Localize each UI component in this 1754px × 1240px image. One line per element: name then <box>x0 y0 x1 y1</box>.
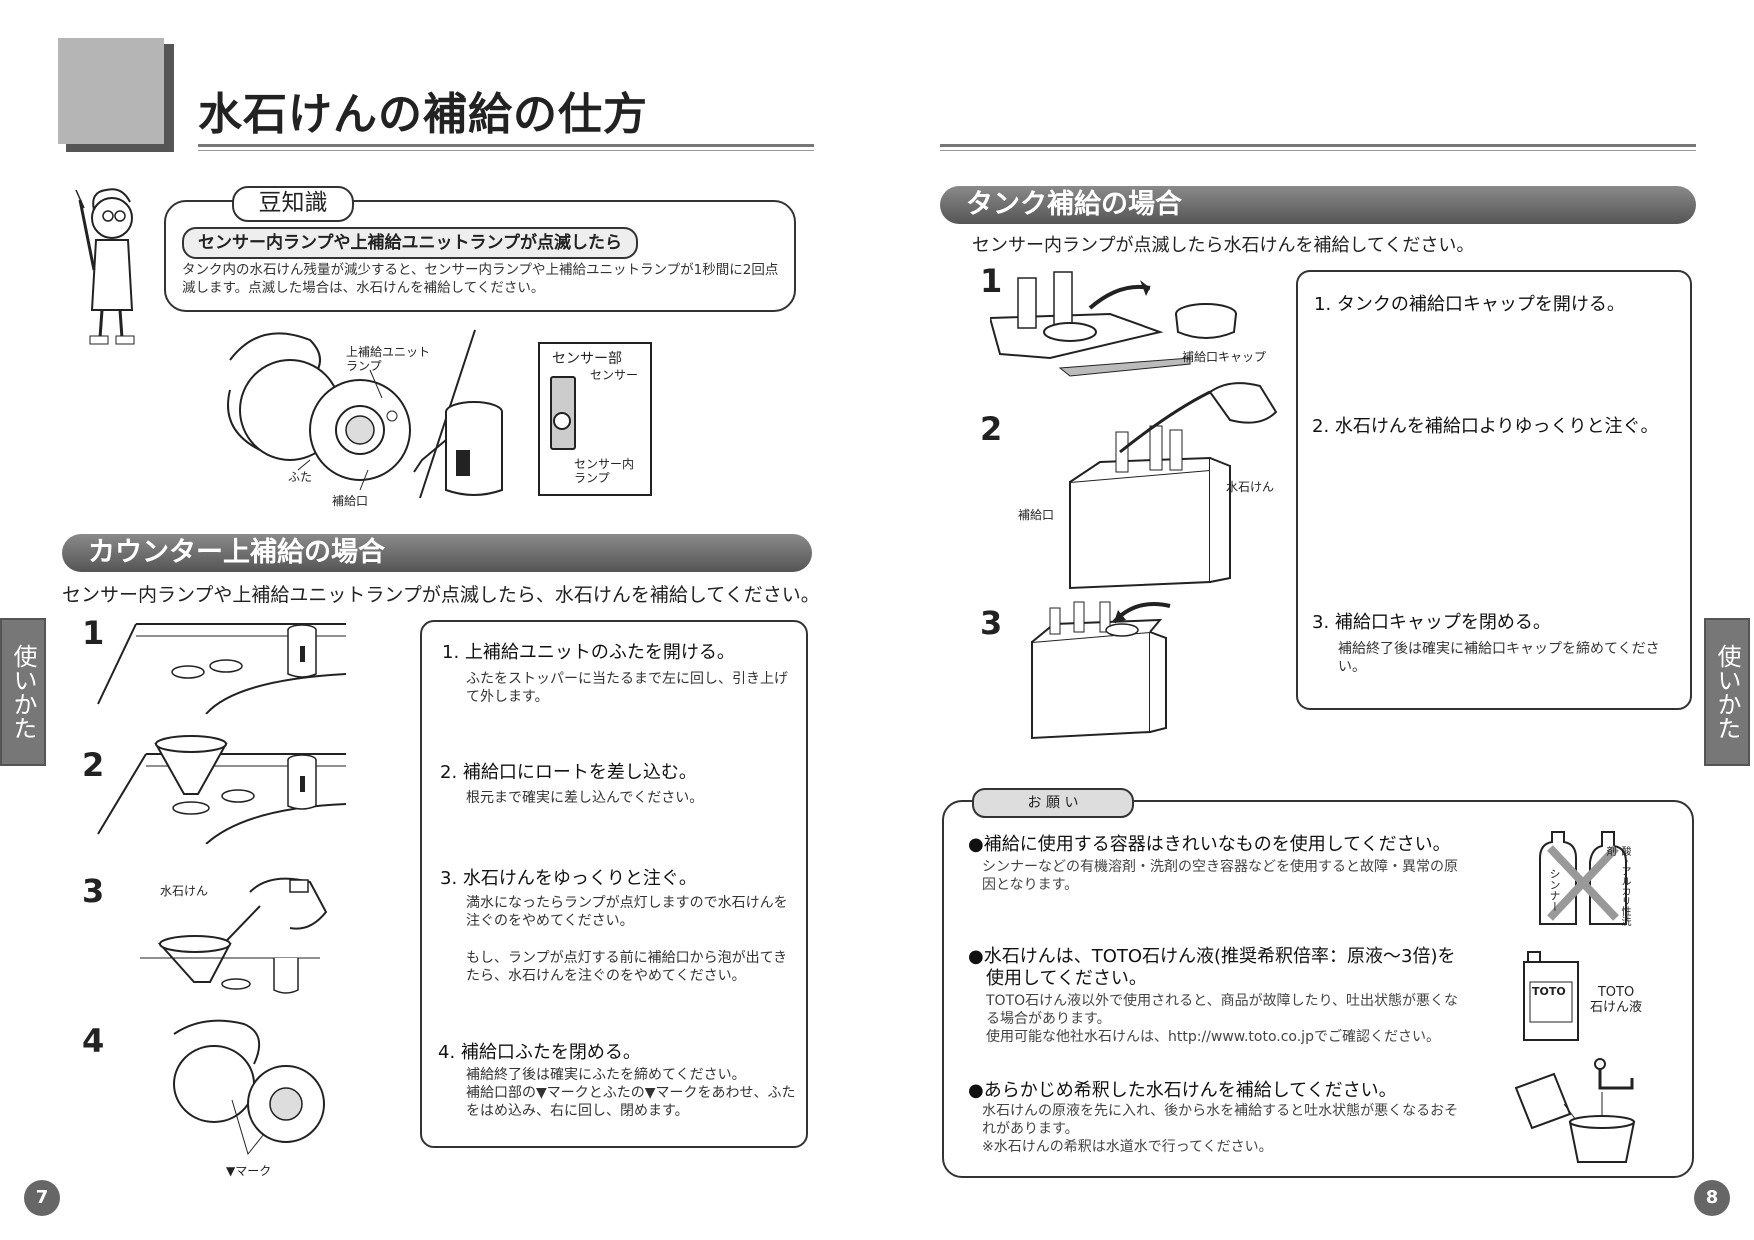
unit-lamp-diagram <box>227 329 476 499</box>
page-number-right: 8 <box>1694 1180 1730 1216</box>
counter-step4-title: 4. 補給口ふたを閉める。 <box>438 1042 641 1063</box>
counter-step-num-2: 2 <box>82 746 105 784</box>
counter-step-num-1: 1 <box>82 614 105 652</box>
label-sensor-lamp: センサー内 ランプ <box>574 457 635 485</box>
page-number-left: 7 <box>24 1180 60 1216</box>
sensor-lamp-circle <box>553 412 571 430</box>
tank-step2-illustration <box>1069 382 1278 590</box>
request-item3-title: ●あらかじめ希釈した水石けんを補給してください。 <box>968 1080 1397 1101</box>
tips-text: タンク内の水石けん残量が減少すると、センサー内ランプや上補給ユニットランプが1秒… <box>182 262 779 296</box>
side-tab-right[interactable]: 使いかた <box>1704 618 1750 766</box>
title-rule-left <box>198 144 814 151</box>
tank-step2-title: 2. 水石けんを補給口よりゆっくりと注ぐ。 <box>1312 416 1659 437</box>
counter-step1-illustration <box>97 623 347 714</box>
page-title: 水石けんの補給の仕方 <box>198 89 648 140</box>
request-item2-title: ●水石けんは、TOTO石けん液(推奨希釈倍率：原液～3倍)を 使用してください。 <box>968 946 1456 989</box>
counter-heading: カウンター上補給の場合 <box>62 534 812 572</box>
prohibited-bottles-illustration <box>1539 831 1627 925</box>
tank-step3-title: 3. 補給口キャップを閉める。 <box>1312 612 1551 633</box>
tank-heading: タンク補給の場合 <box>940 186 1696 224</box>
professor-illustration <box>75 188 135 345</box>
counter-step4-illustration <box>173 1019 325 1156</box>
tank-step-num-3: 3 <box>980 604 1003 642</box>
tips-tag: 豆知識 <box>232 186 354 222</box>
tank-step3-illustration <box>1031 601 1171 740</box>
tank-step-num-2: 2 <box>980 410 1003 448</box>
toto-jug-brand: TOTO <box>1532 985 1566 998</box>
counter-step2-title: 2. 補給口にロートを差し込む。 <box>440 762 697 783</box>
counter-step4-note: 補給終了後は確実にふたを締めてください。 補給口部の▼マークとふたの▼マークをあ… <box>466 1067 796 1120</box>
label-tank-soap: 水石けん <box>1226 480 1275 494</box>
request-item1-title: ●補給に使用する容器はきれいなものを使用してください。 <box>968 834 1451 855</box>
faucet-illustration <box>413 401 503 496</box>
label-lid: ふた <box>288 470 313 484</box>
label-sensor: センサー <box>590 368 639 382</box>
counter-step2-note: 根元まで確実に差し込んでください。 <box>466 790 704 806</box>
counter-step1-note: ふたをストッパーに当たるまで左に回し、引き上げて外します。 <box>466 671 788 706</box>
title-rule-right <box>940 144 1696 151</box>
tips-subtitle: センサー内ランプや上補給ユニットランプが点滅したら <box>182 227 638 259</box>
request-item2-note: TOTO石けん液以外で使用されると、商品が故障したり、吐出状態が悪くなる場合があ… <box>986 993 1459 1046</box>
tank-step3-note: 補給終了後は確実に補給口キャップを締めてください。 <box>1338 641 1660 676</box>
label-acid-alkali: 酸・アルカリ性洗剤 <box>1604 846 1630 926</box>
label-thinner: シンナー <box>1548 868 1561 912</box>
counter-step-num-4: 4 <box>82 1022 105 1060</box>
label-unit-lamp: 上補給ユニット ランプ <box>346 345 431 374</box>
title-decoration <box>58 38 164 144</box>
tank-steps-box <box>1296 270 1692 710</box>
tank-step1-illustration <box>990 271 1237 377</box>
counter-step1-title: 1. 上補給ユニットのふたを開ける。 <box>442 642 735 663</box>
tank-lead: センサー内ランプが点滅したら水石けんを補給してください。 <box>972 235 1475 256</box>
label-sensor-section: センサー部 <box>552 351 622 367</box>
dilution-illustration <box>1514 1058 1636 1163</box>
label-mark: ▼マーク <box>226 1164 272 1178</box>
label-counter-soap: 水石けん <box>160 884 209 898</box>
request-tag: お 願 い <box>972 788 1134 818</box>
request-item3-note: 水石けんの原液を先に入れ、後から水を補給すると吐水状態が悪くなるおそれがあります… <box>982 1103 1459 1156</box>
toto-soap-jug-illustration <box>1523 951 1579 1041</box>
label-tank-inlet: 補給口 <box>1018 508 1055 522</box>
tank-step1-title: 1. タンクの補給口キャップを開ける。 <box>1314 294 1625 315</box>
counter-step3-note: 満水になったらランプが点灯しますので水石けんを注ぐのをやめてください。 もし、ラ… <box>466 895 788 984</box>
counter-steps-box <box>420 620 808 1148</box>
label-toto-soap: TOTO 石けん液 <box>1590 985 1643 1015</box>
counter-step3-illustration <box>140 877 328 994</box>
tank-step-num-1: 1 <box>980 262 1003 300</box>
counter-step2-illustration <box>97 735 347 844</box>
counter-step3-title: 3. 水石けんをゆっくりと注ぐ。 <box>440 868 697 889</box>
label-inlet: 補給口 <box>332 494 369 508</box>
counter-lead: センサー内ランプや上補給ユニットランプが点滅したら、水石けんを補給してください。 <box>62 584 820 606</box>
side-tab-left[interactable]: 使いかた <box>0 618 46 766</box>
request-item1-note: シンナーなどの有機溶剤・洗剤の空き容器などを使用すると故障・異常の原因となります… <box>982 859 1458 894</box>
counter-step-num-3: 3 <box>82 872 105 910</box>
label-tank-cap: 補給口キャップ <box>1182 350 1267 364</box>
